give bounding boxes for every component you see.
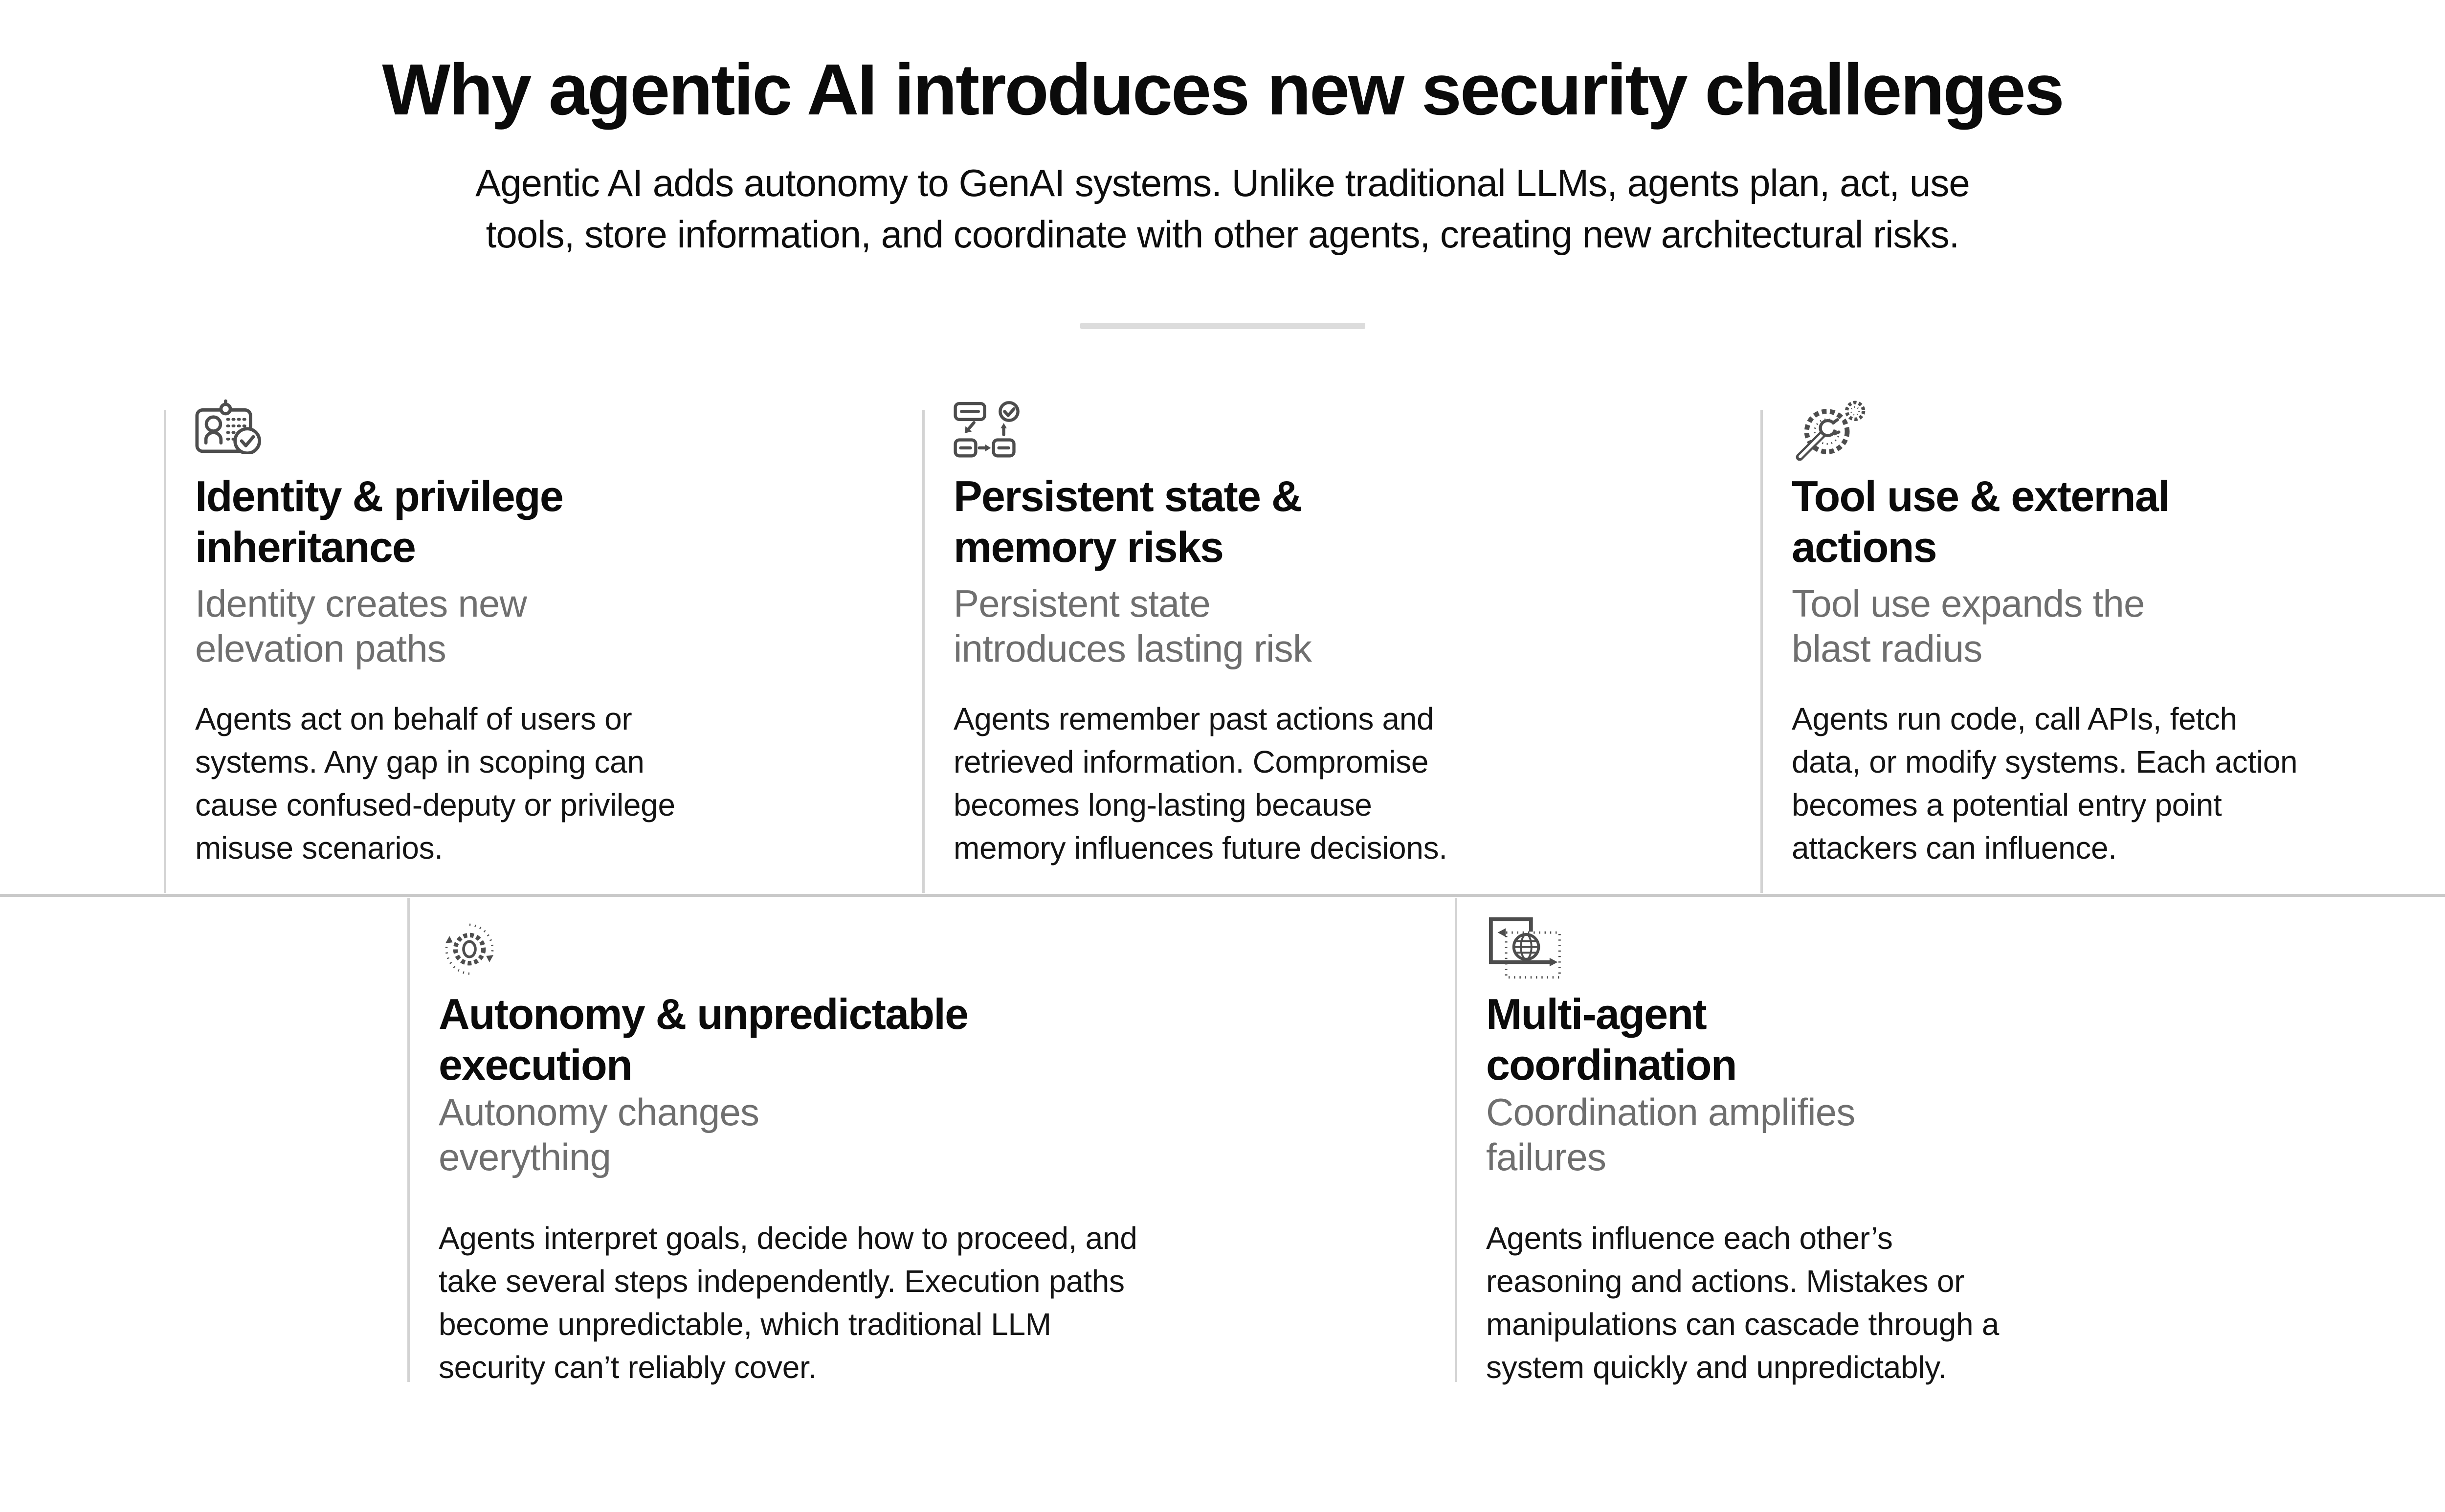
- card-body: Agents run code, call APIs, fetch data, …: [1792, 701, 2298, 866]
- card-left-border: [407, 898, 410, 1382]
- card-title: Identity & privilege inheritance: [195, 472, 564, 571]
- card-body: Agents act on behalf of users or systems…: [195, 701, 675, 866]
- card-multi-agent: Multi-agent coordination Coordination am…: [1455, 898, 2445, 1385]
- page-title: Why agentic AI introduces new security c…: [382, 49, 2065, 130]
- card-subtitle: Persistent state introduces lasting risk: [954, 582, 1312, 670]
- row-divider: [0, 894, 2445, 897]
- header-divider: [1080, 323, 1365, 329]
- card-persistent-state: Persistent state & memory risks Persiste…: [922, 367, 1760, 893]
- card-identity-privilege: Identity & privilege inheritance Identit…: [164, 367, 922, 893]
- card-subtitle: Tool use expands the blast radius: [1792, 582, 2145, 670]
- card-left-border: [164, 410, 166, 893]
- card-title: Tool use & external actions: [1792, 472, 2170, 571]
- card-body: Agents influence each other’s reasoning …: [1486, 1221, 2000, 1385]
- card-autonomy: Autonomy & unpredictable execution Auton…: [407, 898, 1455, 1385]
- rotating-gear-icon: [439, 918, 500, 980]
- card-tool-use: Tool use & external actions Tool use exp…: [1760, 367, 2445, 893]
- card-left-border: [922, 410, 925, 893]
- card-body: Agents interpret goals, decide how to pr…: [439, 1221, 1137, 1385]
- card-subtitle: Autonomy changes everything: [439, 1090, 759, 1178]
- wrench-gear-icon: [1792, 399, 1867, 461]
- intro-text: Agentic AI adds autonomy to GenAI system…: [475, 161, 1970, 256]
- multi-agent-icon: [1486, 914, 1568, 992]
- card-title: Multi-agent coordination: [1486, 990, 1737, 1089]
- card-left-border: [1455, 898, 1457, 1382]
- card-body: Agents remember past actions and retriev…: [954, 701, 1447, 866]
- card-title: Persistent state & memory risks: [954, 472, 1302, 571]
- card-subtitle: Identity creates new elevation paths: [195, 582, 527, 670]
- card-left-border: [1760, 410, 1763, 893]
- id-badge-icon: [195, 399, 267, 454]
- card-title: Autonomy & unpredictable execution: [439, 990, 969, 1089]
- card-subtitle: Coordination amplifies failures: [1486, 1090, 1855, 1178]
- workflow-memory-icon: [954, 399, 1021, 458]
